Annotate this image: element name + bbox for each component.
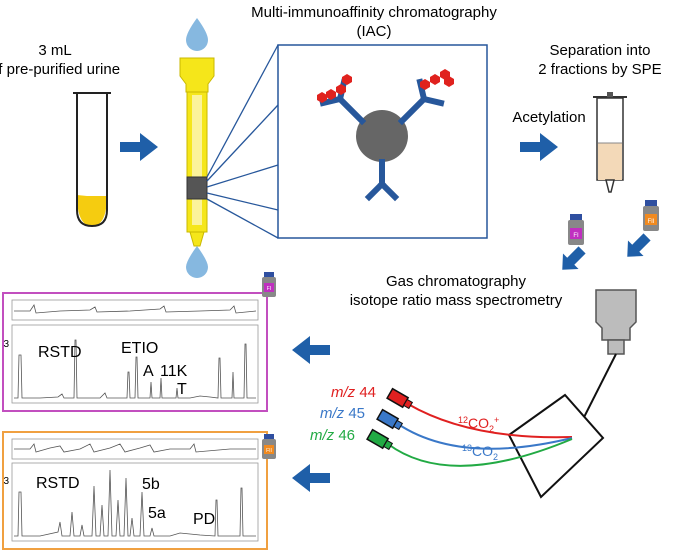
vial-f2-small-icon: FII — [262, 434, 276, 459]
chromatogram-fraction2: 3 RSTD 5b 5a PD — [2, 431, 268, 550]
svg-text:FII: FII — [648, 219, 655, 225]
iac-title-line1: Multi-immunoaffinity chromatography — [251, 4, 497, 21]
arrow-to-f1-icon — [292, 336, 330, 364]
arrow-to-f2-icon — [292, 464, 330, 492]
svg-text:FI: FI — [573, 233, 579, 239]
f1-peak-rstd: RSTD — [38, 344, 82, 361]
arrow-to-spe-icon — [520, 133, 558, 161]
chromatogram-fraction1: 3 RSTD ETIO A 11K T — [2, 292, 268, 412]
ion-path-44 — [407, 403, 573, 439]
f2-peak-5a: 5a — [148, 505, 166, 522]
collector-44-icon — [386, 387, 414, 410]
ion-path-45 — [397, 423, 573, 450]
bead-icon — [356, 110, 408, 162]
urine-label-line1: 3 mL — [38, 42, 71, 59]
antibody-bottom-icon — [364, 159, 400, 202]
f2-peak-rstd: RSTD — [36, 475, 80, 492]
mz46-label: m/z 46 — [310, 427, 355, 444]
iac-title-line2: (IAC) — [357, 23, 392, 40]
spe-label-line1: Separation into — [550, 42, 651, 59]
droplet-bottom-icon — [186, 246, 208, 278]
vial-fraction1-icon: FI — [568, 214, 584, 245]
spe-cartridge — [593, 92, 627, 193]
urine-test-tube — [73, 92, 111, 228]
ion-12co2-label: 12CO2+ — [458, 415, 499, 434]
vial-fraction2-icon: FII — [643, 200, 659, 231]
analyte-right-icon — [420, 69, 454, 90]
f2-peak-pd: PD — [193, 511, 215, 528]
f1-peak-a: A — [143, 363, 154, 380]
arrow-fraction2-icon — [627, 233, 651, 257]
urine-label-line2: of pre-purified urine — [0, 61, 120, 78]
arrow-to-iac-icon — [120, 133, 158, 161]
f1-axis-tick: 3 — [3, 339, 9, 350]
collector-46-icon — [366, 428, 394, 451]
gc-label-line2: isotope ratio mass spectrometry — [350, 292, 563, 309]
svg-text:FII: FII — [266, 448, 272, 454]
collector-45-icon — [376, 408, 404, 431]
zoom-lines — [206, 44, 279, 239]
spe-label-line2: 2 fractions by SPE — [538, 61, 661, 78]
f2-peak-5b: 5b — [142, 476, 160, 493]
ion-13co2-label: 13CO2 — [462, 443, 498, 462]
droplet-top-icon — [186, 18, 208, 51]
ion-path-46 — [387, 438, 573, 467]
mz44-label: m/z 44 — [331, 384, 376, 401]
analyte-left-icon — [317, 74, 352, 103]
f2-axis-tick: 3 — [3, 476, 9, 487]
vial-f1-small-icon: FI — [262, 272, 276, 297]
mz45-label: m/z 45 — [320, 405, 365, 422]
ion-source-icon — [595, 289, 637, 355]
iac-column — [179, 18, 215, 278]
f1-peak-t: T — [177, 381, 187, 398]
iac-zoom-box — [277, 44, 488, 239]
svg-text:FI: FI — [267, 286, 271, 292]
gc-label-line1: Gas chromatography — [386, 273, 527, 290]
f1-peak-11k: 11K — [160, 363, 188, 380]
f1-peak-etio: ETIO — [121, 340, 158, 357]
acetylation-label: Acetylation — [512, 109, 585, 126]
arrow-fraction1-icon — [562, 246, 586, 270]
